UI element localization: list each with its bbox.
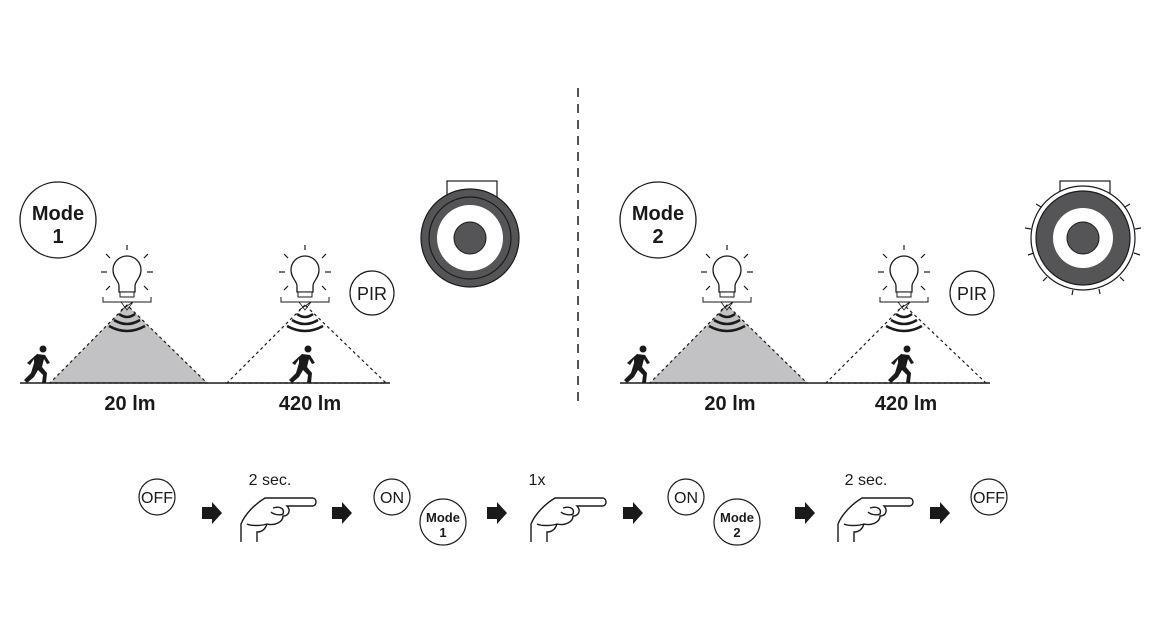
on-label: ON (674, 490, 698, 507)
device-off-icon (420, 180, 520, 288)
bulb-bright-icon (877, 244, 931, 311)
arrow-right-icon (332, 502, 352, 524)
mode-word: Mode (720, 510, 754, 525)
on-state-badge (667, 478, 705, 516)
off-state-badge (970, 478, 1008, 516)
mode-1-small-badge (419, 498, 467, 546)
bulb-dim-icon (700, 244, 754, 311)
arrow-right-icon (795, 502, 815, 524)
mode-badge (19, 181, 97, 259)
low-lumen-label: 20 lm (104, 393, 155, 415)
device-lit-icon (1024, 180, 1142, 296)
pir-label: PIR (357, 284, 387, 304)
on-label: ON (380, 490, 404, 507)
sensor-waves-icon (285, 312, 325, 333)
person-inside-icon (888, 345, 914, 383)
low-lumen-label: 20 lm (704, 393, 755, 415)
operation-sequence: OFF 2 sec. ON Mode 1 1x ON Mode 2 2 sec.… (138, 472, 1008, 546)
detection-cone (824, 304, 988, 384)
person-outside-icon (24, 345, 50, 383)
off-label: OFF (973, 490, 1005, 507)
mode-word: Mode (32, 203, 84, 225)
arrow-right-icon (202, 502, 222, 524)
arrow-right-icon (623, 502, 643, 524)
mode-2-small-badge (713, 498, 761, 546)
mode-number: 1 (52, 226, 63, 248)
mode-number: 2 (733, 525, 740, 540)
press-button-hand-icon (837, 497, 914, 543)
press-duration-label: 2 sec. (249, 472, 292, 489)
person-inside-icon (289, 345, 315, 383)
mode-word: Mode (632, 203, 684, 225)
mode-number: 1 (439, 525, 446, 540)
panel-mode-1: Mode 1 20 lm 420 lm PIR (19, 180, 520, 415)
high-lumen-label: 420 lm (279, 393, 341, 415)
bulb-dim-icon (100, 244, 154, 311)
pir-badge (349, 270, 395, 316)
mode-number: 2 (652, 226, 663, 248)
panel-mode-2: Mode 2 20 lm 420 lm PIR (619, 180, 1142, 415)
on-state-badge (373, 478, 411, 516)
off-state-badge (138, 478, 176, 516)
arrow-right-icon (930, 502, 950, 524)
press-duration-label: 2 sec. (845, 472, 888, 489)
mode-word: Mode (426, 510, 460, 525)
pir-label: PIR (957, 284, 987, 304)
pir-badge (949, 270, 995, 316)
detection-cone (225, 304, 388, 384)
person-outside-icon (624, 345, 650, 383)
press-button-hand-icon (240, 497, 317, 543)
press-count-label: 1x (529, 472, 546, 489)
bulb-bright-icon (278, 244, 332, 311)
off-label: OFF (141, 490, 173, 507)
arrow-right-icon (487, 502, 507, 524)
high-lumen-label: 420 lm (875, 393, 937, 415)
mode-badge (619, 181, 697, 259)
press-button-hand-icon (530, 497, 607, 543)
